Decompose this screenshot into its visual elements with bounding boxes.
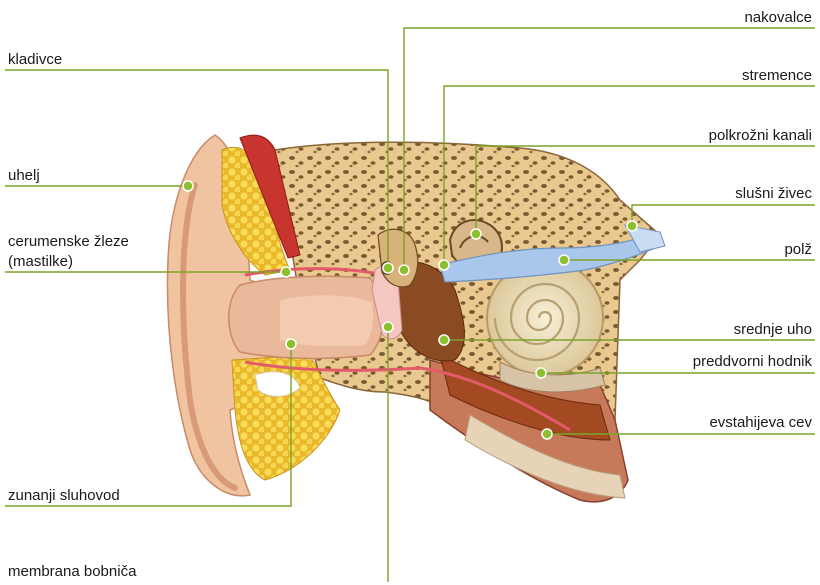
dot-srednje	[439, 335, 449, 345]
dot-stremence	[439, 260, 449, 270]
dot-cerumenske	[281, 267, 291, 277]
label-preddvorni-hodnik: preddvorni hodnik	[693, 352, 812, 371]
dot-evstahijeva	[542, 429, 552, 439]
label-slusni-zivec: slušni živec	[735, 184, 812, 203]
dot-nakovalce	[399, 265, 409, 275]
label-evstahijeva-cev: evstahijeva cev	[709, 413, 812, 432]
dot-polz	[559, 255, 569, 265]
leader-slusni-zivec	[632, 205, 815, 226]
label-polz: polž	[784, 240, 812, 259]
label-mastilke: (mastilke)	[8, 252, 73, 271]
dot-slusni	[627, 221, 637, 231]
label-stremence: stremence	[742, 66, 812, 85]
label-cerumenske-zleze: cerumenske žleze	[8, 232, 129, 251]
dot-kladivce	[383, 263, 393, 273]
label-kladivce: kladivce	[8, 50, 62, 69]
dot-zunanji	[286, 339, 296, 349]
dot-uhelj	[183, 181, 193, 191]
dot-membrana	[383, 322, 393, 332]
label-nakovalce: nakovalce	[744, 8, 812, 27]
dot-preddvorni	[536, 368, 546, 378]
label-polkrozni-kanali: polkrožni kanali	[709, 126, 812, 145]
label-membrana-bobnica: membrana bobniča	[8, 562, 136, 581]
ear-canal-inner	[280, 295, 373, 346]
label-uhelj: uhelj	[8, 166, 40, 185]
label-srednje-uho: srednje uho	[734, 320, 812, 339]
dot-polkrozni	[471, 229, 481, 239]
label-zunanji-sluhovod: zunanji sluhovod	[8, 486, 120, 505]
